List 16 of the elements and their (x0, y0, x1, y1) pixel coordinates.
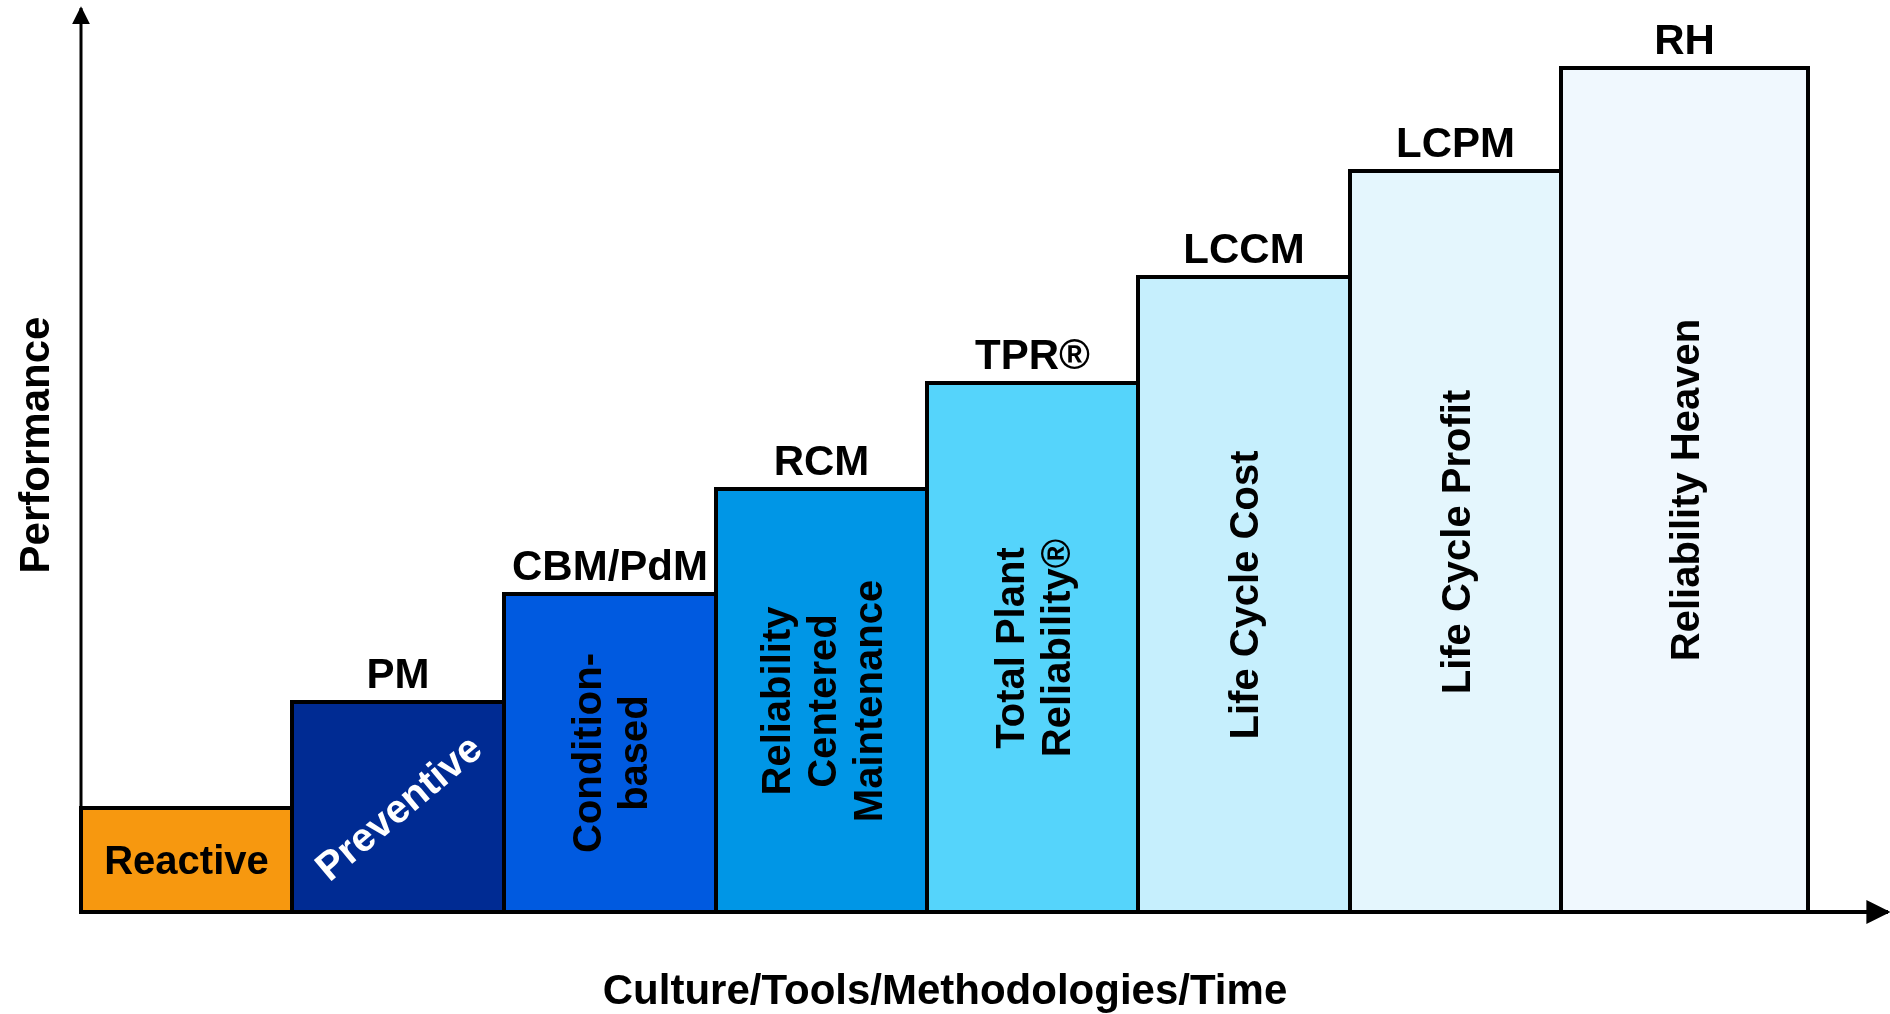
step-label: Reactive (103, 837, 270, 883)
step-label: Condition-based (564, 652, 656, 855)
x-axis-title: Culture/Tools/Methodologies/Time (602, 966, 1288, 1014)
y-axis-title: Performance (11, 316, 59, 574)
step-heading: TPR® (974, 331, 1091, 379)
step-heading: RH (1653, 16, 1716, 64)
step-label: Life Cycle Profit (1432, 388, 1479, 696)
step-label: Reliability Heaven (1661, 317, 1708, 664)
step-label: Reliability Centered Maintenance (752, 578, 891, 824)
step-label: Total Plant Reliability® (986, 537, 1079, 759)
step-heading: PM (365, 650, 431, 698)
step-heading: LCCM (1182, 225, 1306, 273)
step-heading: LCPM (1395, 119, 1516, 167)
step-heading: RCM (772, 437, 871, 485)
step-heading: CBM/PdM (511, 542, 709, 590)
step-label: Life Cycle Cost (1221, 449, 1267, 741)
